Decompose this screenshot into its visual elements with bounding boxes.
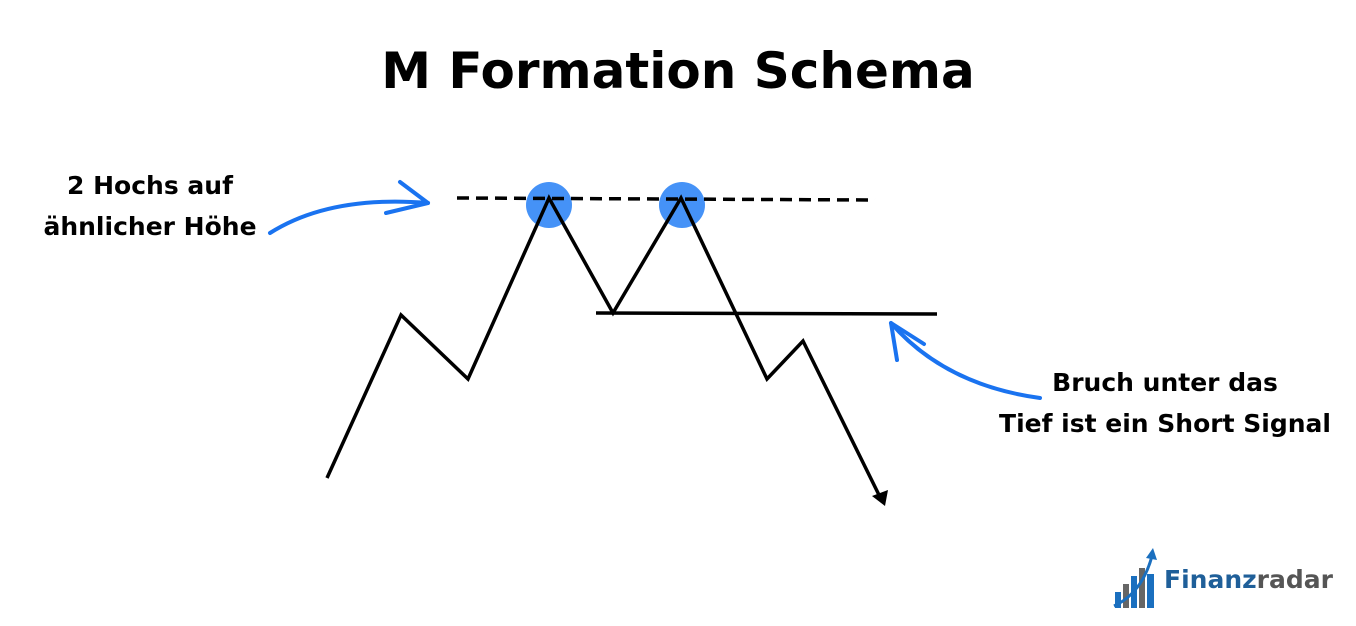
annotation-line: Tief ist ein Short Signal xyxy=(999,409,1331,438)
finanzradar-logo: Finanzradar xyxy=(1112,548,1333,610)
annotation-line: ähnlicher Höhe xyxy=(43,212,257,241)
logo-text-part2: radar xyxy=(1256,564,1333,594)
neckline xyxy=(595,311,938,316)
annotation-two-highs: 2 Hochs auf ähnlicher Höhe xyxy=(20,165,280,247)
price-path xyxy=(325,194,882,498)
page-title: M Formation Schema xyxy=(381,42,975,100)
annotation-line: Bruch unter das xyxy=(1052,368,1278,397)
left-arrowhead-icon xyxy=(384,180,430,215)
resistance-dashed-line xyxy=(456,196,876,202)
right-curved-arrow-icon xyxy=(889,321,1042,400)
chart-growth-icon xyxy=(1113,548,1157,608)
logo-text-part1: Finanz xyxy=(1164,564,1257,594)
arrowhead-down-icon xyxy=(872,490,888,506)
right-arrowhead-icon xyxy=(889,321,926,362)
logo-text: Finanzradar xyxy=(1164,565,1333,594)
first-peak-marker xyxy=(526,182,572,228)
annotation-line: 2 Hochs auf xyxy=(67,171,233,200)
annotation-break-signal: Bruch unter das Tief ist ein Short Signa… xyxy=(985,362,1345,444)
left-curved-arrow-icon xyxy=(268,199,430,235)
